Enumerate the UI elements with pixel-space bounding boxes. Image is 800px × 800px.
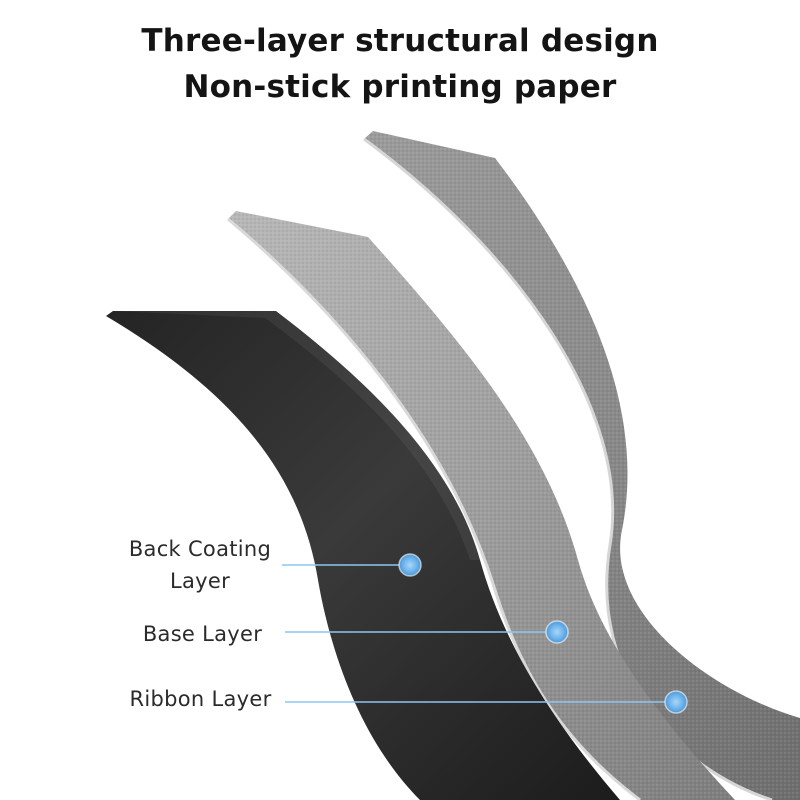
base-layer-texture [228, 211, 735, 800]
base-callout-dot [545, 620, 569, 644]
ribbon-layer-label: Ribbon Layer [129, 687, 272, 711]
back-coating-label-line-2: Layer [169, 569, 231, 593]
back-coating-label-line-1: Back Coating [128, 537, 272, 561]
back-coating-callout-dot [398, 553, 422, 577]
back-coating-layer-highlight [113, 311, 480, 560]
title-line-1: Three-layer structural design [141, 23, 659, 59]
back-coating-layer-label: Back Coating Layer [100, 533, 300, 597]
back-coating-layer-sheet [106, 311, 620, 800]
base-layer-edge [227, 217, 641, 800]
title-line-2: Non-stick printing paper [183, 69, 617, 105]
diagram-title: Three-layer structural design Non-stick … [0, 18, 800, 110]
base-layer-label: Base Layer [142, 622, 263, 646]
ribbon-callout-dot [664, 690, 688, 714]
ribbon-layer-texture [364, 131, 800, 800]
